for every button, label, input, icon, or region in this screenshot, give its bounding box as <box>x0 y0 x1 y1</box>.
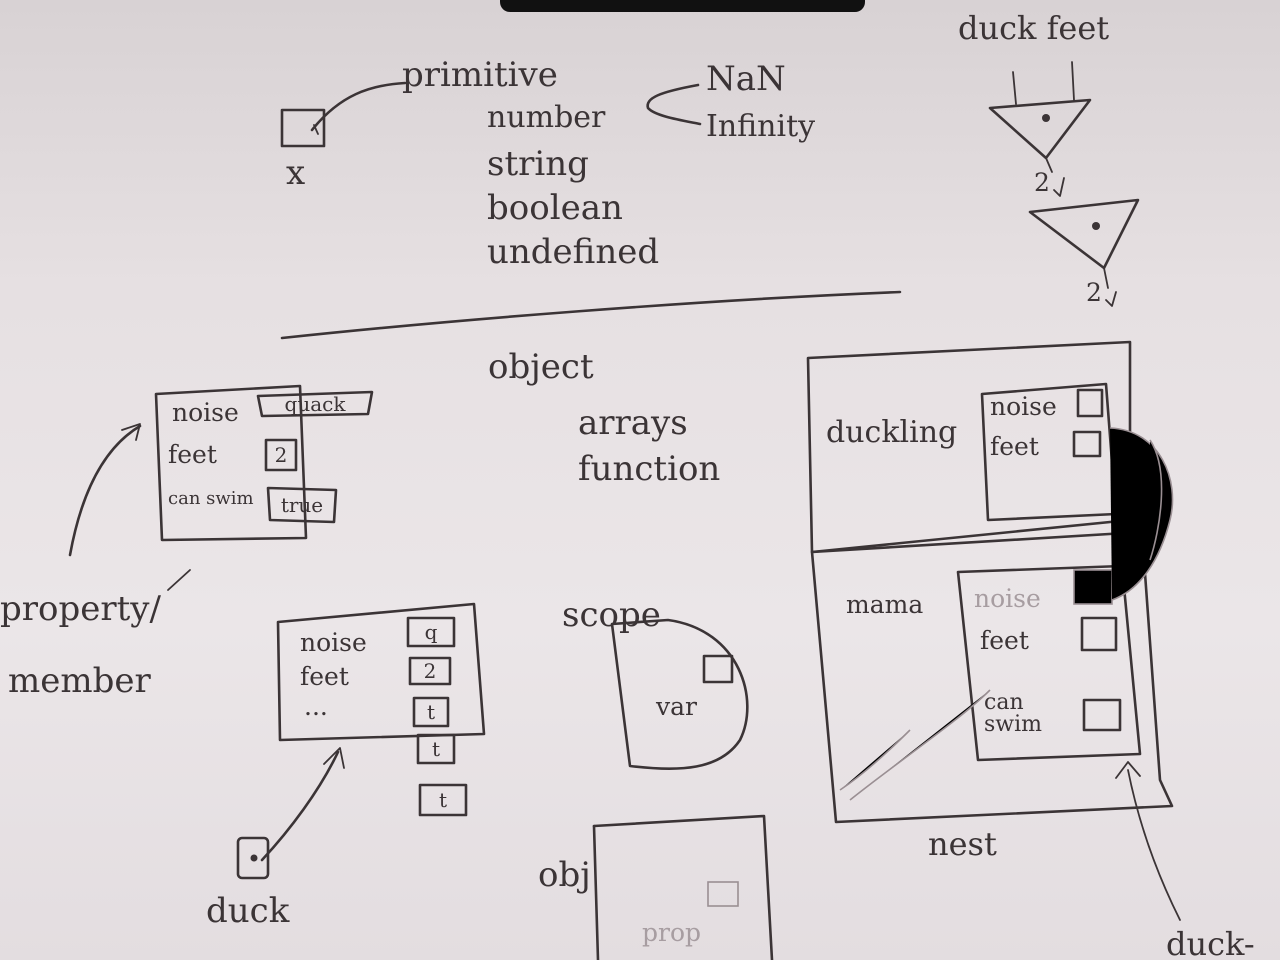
special-nan: NaN <box>706 59 786 99</box>
duck-foot-link-2 <box>1103 267 1117 307</box>
obj-box <box>592 814 774 960</box>
duck-foot-dot-1 <box>1042 114 1050 122</box>
duck-cell-5-value: t <box>438 788 448 812</box>
duckling-prop-feet: feet <box>990 432 1039 461</box>
mama-cell-feet <box>1080 616 1118 652</box>
obj-prop-box <box>707 881 739 907</box>
object-box <box>154 384 308 542</box>
duck-object-box <box>276 602 486 742</box>
duckling-label: duckling <box>826 415 958 450</box>
object-prop-feet: feet <box>168 440 217 469</box>
mama-cell-noise <box>1073 569 1113 605</box>
object-subtype-function: function <box>578 449 721 489</box>
special-infinity: Infinity <box>706 109 816 144</box>
object-val-feet: 2 <box>274 443 288 467</box>
object-cell-noise <box>256 390 374 418</box>
duck-cell-4 <box>416 733 456 765</box>
mama-prop-noise: noise <box>974 584 1041 613</box>
duck-var-box <box>236 836 270 880</box>
duck-prop-more: ... <box>304 692 328 721</box>
duck-foot-triangle-2 <box>1028 198 1140 270</box>
type-boolean: boolean <box>487 188 623 228</box>
duck-prop-noise: noise <box>300 628 367 657</box>
mama-box <box>956 564 1142 762</box>
nest-label: nest <box>928 825 997 863</box>
section-divider <box>280 290 902 340</box>
duck-pointer-head <box>1115 761 1141 779</box>
duck-cell-1-value: q <box>424 620 438 644</box>
number-specials-brace <box>646 83 702 126</box>
duck-foot-count-2: 2 <box>1086 278 1102 307</box>
primitive-heading: primitive <box>402 55 558 95</box>
duck-cell-1 <box>406 616 456 648</box>
mama-label: mama <box>846 590 924 619</box>
nest-link-4 <box>839 729 911 791</box>
scope-var-label: var <box>656 692 697 721</box>
duck-pointer-label: duck- <box>1166 925 1255 960</box>
type-undefined: undefined <box>487 232 660 272</box>
mama-cell-canswim <box>1082 698 1122 732</box>
duck-cell-4-value: t <box>431 737 441 761</box>
duck-pointer-arrow <box>1127 769 1181 921</box>
obj-prop-label: prop <box>642 918 702 947</box>
duck-cell-3 <box>412 696 450 728</box>
nest-link-1 <box>1109 427 1174 601</box>
object-val-canswim: true <box>280 493 324 517</box>
duck-foot-count-1: 2 <box>1034 168 1050 197</box>
duck-foot-dot-2 <box>1092 222 1100 230</box>
obj-label: obj <box>538 855 591 895</box>
duck-var-label: duck <box>206 891 290 931</box>
duckling-cell-noise <box>1076 388 1104 418</box>
nest-link-2 <box>1149 439 1163 561</box>
object-prop-noise: noise <box>172 398 239 427</box>
mama-prop-feet: feet <box>980 626 1029 655</box>
duck-foot-triangle-1 <box>988 98 1092 160</box>
primitive-var-label: x <box>286 153 306 193</box>
object-cell-feet <box>264 438 298 472</box>
property-arrow-head <box>121 423 141 441</box>
scope-shape <box>610 618 749 770</box>
duck-var-dot <box>250 854 258 862</box>
duck-arrow <box>260 750 340 862</box>
type-string: string <box>487 144 589 184</box>
primitive-arrow <box>310 81 407 132</box>
duck-feet-label: duck feet <box>958 9 1110 47</box>
duck-cell-3-value: t <box>426 700 436 724</box>
duckling-cell-feet <box>1072 430 1102 458</box>
duckling-prop-noise: noise <box>990 392 1057 421</box>
type-number: number <box>487 100 606 135</box>
duck-prop-feet: feet <box>300 662 349 691</box>
duck-cell-5 <box>418 783 468 817</box>
scope-label: scope <box>562 595 661 635</box>
object-subtype-arrays: arrays <box>578 403 688 443</box>
property-arrow <box>68 424 142 557</box>
obj-box-left <box>592 824 600 960</box>
property-slash <box>167 569 191 591</box>
property-label: property/ <box>0 589 161 629</box>
nest-link-3 <box>849 689 991 801</box>
object-val-noise: quack <box>284 392 346 416</box>
object-prop-canswim: can swim <box>168 488 254 509</box>
duck-cell-2 <box>408 656 452 686</box>
object-heading: object <box>488 347 594 387</box>
duck-cell-2-value: 2 <box>423 659 437 683</box>
duck-foot-link-1 <box>1045 157 1065 197</box>
member-label: member <box>8 661 151 701</box>
nest-bottom <box>810 530 1174 824</box>
board-clip <box>500 0 865 12</box>
mama-prop-canswim: can swim <box>984 690 1043 737</box>
duck-arrow-head <box>323 747 345 769</box>
primitive-box <box>280 108 326 148</box>
scope-var-box <box>702 654 734 684</box>
primitive-arrow-tip <box>313 124 319 135</box>
object-cell-canswim <box>266 486 338 524</box>
duck-feet-lines <box>1012 61 1075 105</box>
